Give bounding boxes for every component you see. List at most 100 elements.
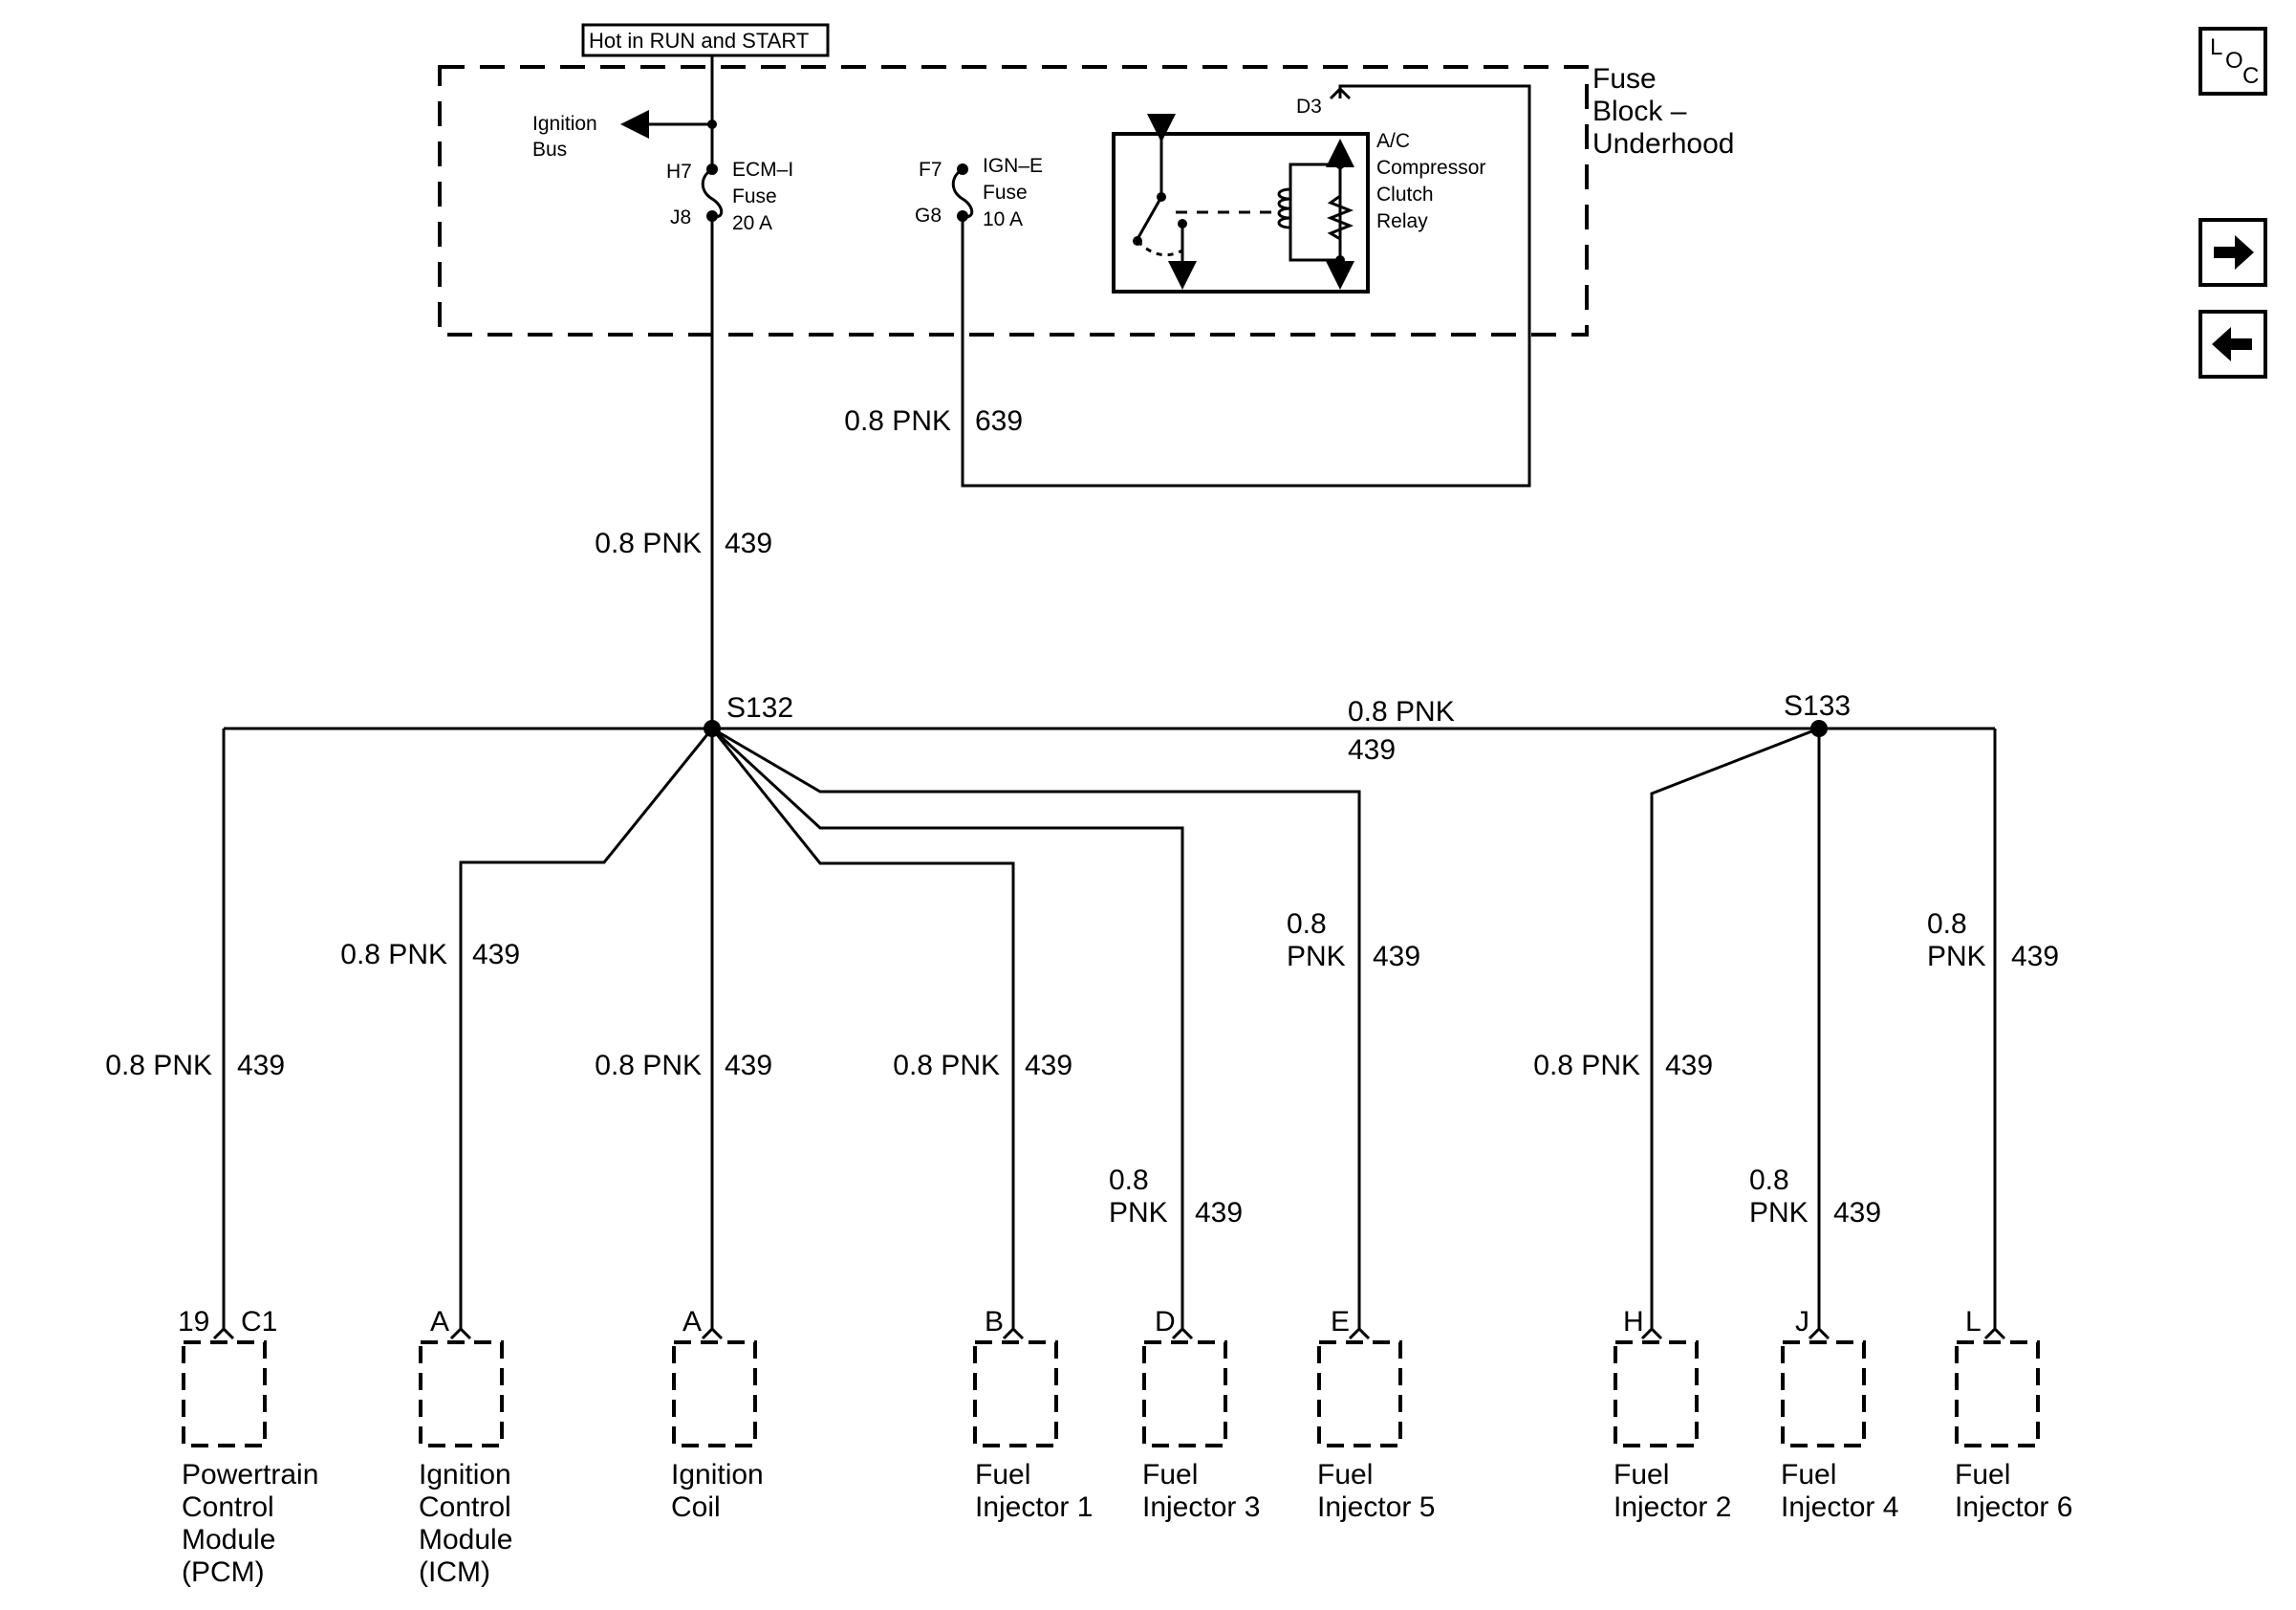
locator-button[interactable]: L O C: [2199, 27, 2267, 96]
ign-fuse-label-2: Fuse: [983, 182, 1028, 204]
pcm-pin: 19: [178, 1306, 209, 1338]
coil-component: [672, 1340, 757, 1447]
inj1-name-1: Fuel: [975, 1459, 1030, 1490]
coil-pin: A: [682, 1306, 702, 1338]
inj6-pin: L: [1965, 1306, 1982, 1338]
inj2-name-1: Fuel: [1614, 1459, 1669, 1490]
injector-5-component: [1317, 1340, 1402, 1447]
icm-wire-gauge: 0.8 PNK: [340, 939, 447, 970]
coil-name-1: Ignition: [671, 1459, 764, 1490]
injector-4-component: [1781, 1340, 1866, 1447]
inj5-wire-circuit: 439: [1373, 941, 1420, 972]
injector-3-component: [1142, 1340, 1227, 1447]
wire-bus-circuit: 439: [1348, 734, 1396, 766]
inj3-wire-gauge-a: 0.8: [1109, 1164, 1149, 1196]
relay-label-4: Relay: [1376, 210, 1428, 232]
fuse-block-label-1: Fuse: [1592, 63, 1657, 95]
inj4-name-1: Fuel: [1781, 1459, 1836, 1490]
power-label: Hot in RUN and START: [589, 29, 809, 53]
inj5-name-2: Injector 5: [1317, 1491, 1435, 1523]
icm-component: [419, 1340, 504, 1447]
relay-label-2: Compressor: [1376, 157, 1485, 179]
inj3-name-2: Injector 3: [1142, 1491, 1260, 1523]
injector-1-component: [973, 1340, 1058, 1447]
ecm-fuse-out-pin: J8: [670, 207, 691, 228]
inj6-name-2: Injector 6: [1955, 1491, 2072, 1523]
ecm-fuse-label-2: Fuse: [732, 185, 777, 207]
pcm-connector: C1: [241, 1306, 277, 1338]
pcm-name-2: Control: [182, 1491, 274, 1523]
inj2-wire-gauge: 0.8 PNK: [1533, 1050, 1640, 1081]
splice-s132-label: S132: [726, 692, 793, 724]
injector-2-component: [1614, 1340, 1699, 1447]
inj4-wire-gauge-b: PNK: [1749, 1197, 1809, 1229]
inj6-wire-circuit: 439: [2011, 941, 2059, 972]
wire-bus-gauge: 0.8 PNK: [1348, 696, 1455, 728]
loc-letter-c: C: [2242, 63, 2260, 89]
inj1-wire-gauge: 0.8 PNK: [893, 1050, 1000, 1081]
wire-639-gauge: 0.8 PNK: [844, 405, 951, 437]
inj1-pin: B: [985, 1306, 1004, 1338]
ign-fuse-label-1: IGN–E: [983, 155, 1043, 177]
injector-6-component: [1955, 1340, 2040, 1447]
icm-name-2: Control: [419, 1491, 511, 1523]
coil-wire-gauge: 0.8 PNK: [595, 1050, 702, 1081]
ac-relay-box: [1112, 132, 1370, 294]
coil-name-2: Coil: [671, 1491, 721, 1523]
pcm-name-4: (PCM): [182, 1556, 265, 1588]
pcm-wire-gauge: 0.8 PNK: [105, 1050, 212, 1081]
ign-fuse-in-pin: F7: [919, 159, 942, 181]
relay-pin: D3: [1296, 96, 1322, 118]
icm-name-4: (ICM): [419, 1556, 490, 1588]
ign-fuse-out-pin: G8: [915, 205, 942, 227]
next-page-button[interactable]: [2199, 218, 2267, 287]
ign-fuse-symbol: [951, 167, 974, 219]
inj1-name-2: Injector 1: [975, 1491, 1093, 1523]
ecm-fuse-symbol: [701, 167, 724, 219]
inj5-wire-gauge-b: PNK: [1287, 941, 1346, 972]
inj3-wire-gauge-b: PNK: [1109, 1197, 1168, 1229]
pcm-wire-circuit: 439: [237, 1050, 285, 1081]
icm-pin: A: [430, 1306, 449, 1338]
inj5-wire-gauge-a: 0.8: [1287, 908, 1327, 940]
inj3-name-1: Fuel: [1142, 1459, 1198, 1490]
splice-s132-dot: [704, 720, 721, 737]
arrow-left-icon: [2212, 327, 2252, 361]
wire-639-circuit: 639: [975, 405, 1023, 437]
inj2-name-2: Injector 2: [1614, 1491, 1731, 1523]
previous-page-button[interactable]: [2199, 310, 2267, 379]
inj1-wire-circuit: 439: [1025, 1050, 1072, 1081]
inj5-pin: E: [1331, 1306, 1350, 1338]
loc-letter-o: O: [2225, 48, 2243, 74]
inj6-wire-gauge-a: 0.8: [1927, 908, 1967, 940]
splice-s133-dot: [1810, 720, 1828, 737]
inj5-name-1: Fuel: [1317, 1459, 1373, 1490]
power-label-box: [581, 23, 830, 57]
wire-main-circuit: 439: [725, 528, 772, 559]
splice-s133-label: S133: [1784, 690, 1851, 722]
pcm-name-1: Powertrain: [182, 1459, 318, 1490]
ign-fuse-label-3: 10 A: [983, 208, 1023, 230]
pcm-component: [182, 1340, 267, 1447]
ignition-bus-label-1: Ignition: [532, 113, 597, 135]
loc-letter-l: L: [2210, 34, 2223, 60]
inj6-wire-gauge-b: PNK: [1927, 941, 1986, 972]
relay-label-3: Clutch: [1376, 184, 1434, 206]
icm-name-3: Module: [419, 1524, 512, 1556]
ecm-fuse-in-pin: H7: [666, 161, 692, 183]
inj4-wire-gauge-a: 0.8: [1749, 1164, 1789, 1196]
inj6-name-1: Fuel: [1955, 1459, 2010, 1490]
inj4-name-2: Injector 4: [1781, 1491, 1898, 1523]
ecm-fuse-label-1: ECM–I: [732, 159, 793, 181]
icm-name-1: Ignition: [419, 1459, 511, 1490]
inj3-wire-circuit: 439: [1195, 1197, 1243, 1229]
wire-main-gauge: 0.8 PNK: [595, 528, 702, 559]
ecm-fuse-label-3: 20 A: [732, 212, 772, 234]
coil-wire-circuit: 439: [725, 1050, 772, 1081]
inj3-pin: D: [1155, 1306, 1176, 1338]
icm-wire-circuit: 439: [472, 939, 520, 970]
inj2-pin: H: [1623, 1306, 1644, 1338]
inj4-wire-circuit: 439: [1833, 1197, 1881, 1229]
ignition-bus-label-2: Bus: [532, 139, 567, 161]
